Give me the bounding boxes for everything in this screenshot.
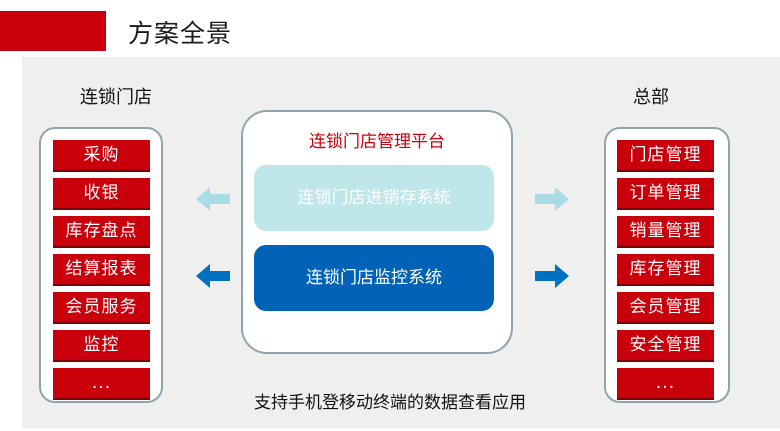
platform-title: 连锁门店管理平台 [309, 132, 445, 152]
hq-function-item: 门店管理 [617, 140, 714, 170]
title-accent-bar [0, 11, 106, 51]
right-column-heading: 总部 [633, 87, 669, 108]
hq-function-item: 库存管理 [617, 254, 714, 284]
platform-box [241, 110, 513, 354]
hq-function-item: 安全管理 [617, 330, 714, 360]
arrow-left-light-icon [196, 187, 230, 211]
store-function-item: 库存盘点 [53, 216, 150, 246]
store-function-item: 会员服务 [53, 292, 150, 322]
monitoring-system-box: 连锁门店监控系统 [254, 245, 494, 311]
hq-function-item: ... [617, 368, 714, 398]
hq-function-item: 订单管理 [617, 178, 714, 208]
store-function-item: 监控 [53, 330, 150, 360]
store-function-item: ... [53, 368, 150, 398]
arrow-left-dark-icon [196, 264, 230, 288]
left-column-heading: 连锁门店 [80, 87, 152, 108]
hq-function-item: 会员管理 [617, 292, 714, 322]
page-title: 方案全景 [128, 19, 233, 48]
arrow-right-dark-icon [535, 264, 569, 288]
arrow-right-light-icon [535, 187, 569, 211]
inventory-system-box: 连锁门店进销存系统 [254, 165, 494, 231]
store-function-item: 采购 [53, 140, 150, 170]
footer-note: 支持手机登移动终端的数据查看应用 [254, 393, 526, 413]
store-function-item: 结算报表 [53, 254, 150, 284]
store-function-item: 收银 [53, 178, 150, 208]
hq-function-item: 销量管理 [617, 216, 714, 246]
